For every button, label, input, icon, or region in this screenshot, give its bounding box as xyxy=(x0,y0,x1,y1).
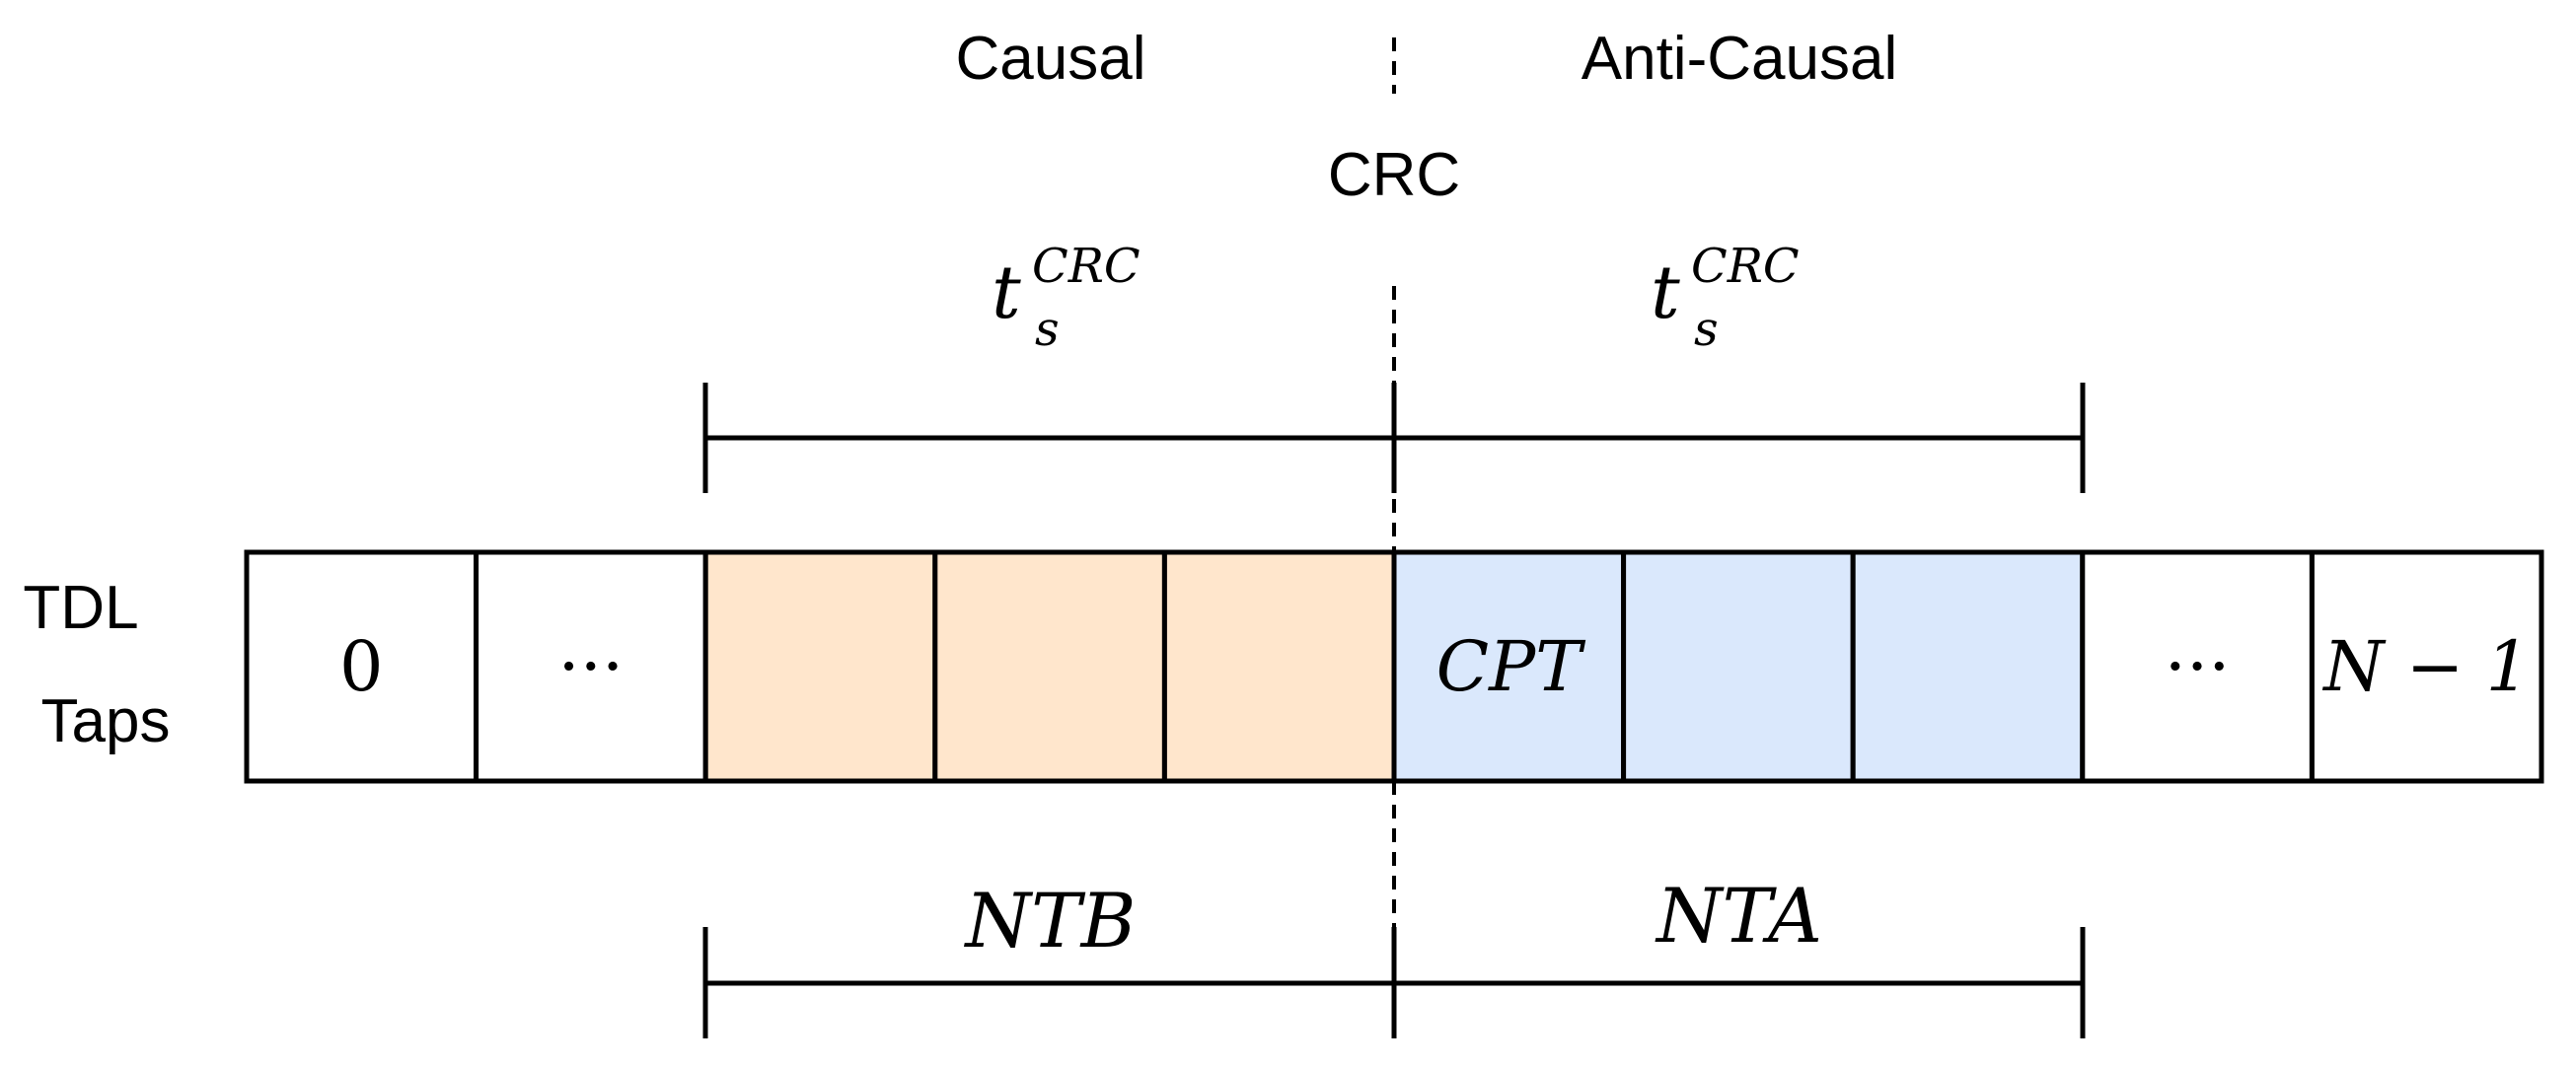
anti-causal-label: Anti-Causal xyxy=(1582,25,1897,93)
tap-count-bracket xyxy=(702,927,2086,1038)
tap-cell xyxy=(1850,549,2086,784)
tap-cell: ··· xyxy=(2080,549,2315,784)
time-span-left-sub: s xyxy=(1035,302,1060,357)
tap-cell-label: ··· xyxy=(558,626,625,707)
tap-cell xyxy=(1161,549,1397,784)
tap-cell-box xyxy=(1161,549,1397,784)
nta-label: NTA xyxy=(1655,872,1822,960)
time-span-bracket xyxy=(702,383,2086,493)
causal-label: Causal xyxy=(956,25,1146,93)
taps-label: Taps xyxy=(41,687,171,755)
time-span-left-label: t s CRC xyxy=(992,239,1141,357)
ntb-label: NTB xyxy=(963,877,1136,964)
tap-cell-label: ··· xyxy=(2165,626,2231,707)
tap-cell xyxy=(1621,549,1856,784)
tap-cell-box xyxy=(244,549,479,784)
tap-cell: 0 xyxy=(244,549,479,784)
crc-label: CRC xyxy=(1328,141,1460,209)
tap-cell xyxy=(702,549,938,784)
time-span-right-sup: CRC xyxy=(1691,239,1800,294)
tap-cell-box xyxy=(1850,549,2086,784)
tap-cell-label: N − 1 xyxy=(2321,626,2530,707)
time-span-left-base: t xyxy=(992,250,1021,335)
tap-cell-label: 0 xyxy=(339,626,384,707)
tap-cell-box xyxy=(2309,549,2544,784)
tap-cell: CPT xyxy=(1391,549,1627,784)
tap-cell-box xyxy=(1621,549,1856,784)
tap-cell-box xyxy=(702,549,938,784)
tap-cell: N − 1 xyxy=(2309,549,2544,784)
tap-cell xyxy=(932,549,1167,784)
tap-cell-box xyxy=(2080,549,2315,784)
time-span-right-base: t xyxy=(1651,250,1680,335)
time-span-left-sup: CRC xyxy=(1032,239,1141,294)
tap-cell-label: CPT xyxy=(1436,626,1586,707)
time-span-right-sub: s xyxy=(1694,302,1719,357)
tap-row: 0 ··· CPT ··· N − 1 xyxy=(244,549,2544,784)
tap-cell-box xyxy=(932,549,1167,784)
time-span-right-label: t s CRC xyxy=(1651,239,1800,357)
tap-cell: ··· xyxy=(474,549,708,784)
tdl-label: TDL xyxy=(23,574,138,642)
